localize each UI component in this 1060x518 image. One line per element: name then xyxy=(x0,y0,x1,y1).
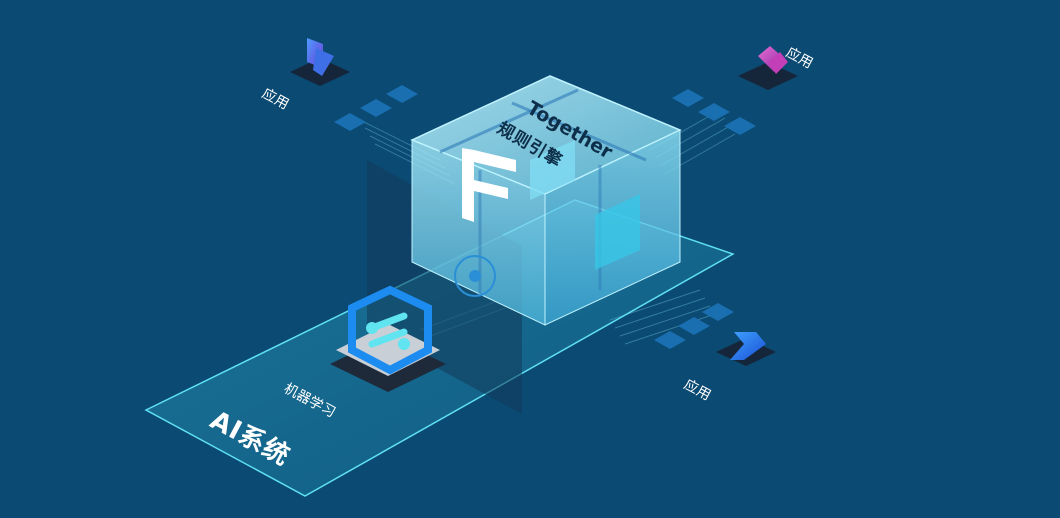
tiles-top-right xyxy=(672,89,756,135)
orbit-node-icon xyxy=(454,255,496,297)
machine-learning-chip-icon xyxy=(330,285,446,392)
dynamics-app-icon xyxy=(290,38,350,86)
tiles-top-left xyxy=(334,85,418,131)
f-letter-logo-icon xyxy=(462,148,516,222)
power-apps-icon xyxy=(738,46,798,90)
power-automate-icon xyxy=(716,332,776,366)
tiles-bottom-right xyxy=(654,303,734,349)
rule-engine-cube xyxy=(410,75,682,326)
